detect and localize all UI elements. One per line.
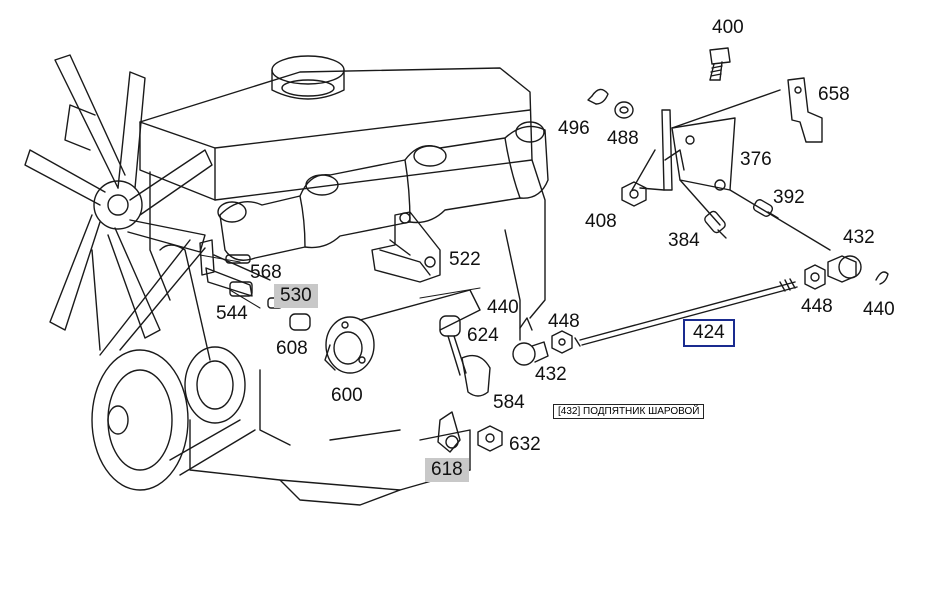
clip-440-left [519,317,533,331]
callout-440-right[interactable]: 440 [863,299,895,320]
callout-448-left[interactable]: 448 [548,311,580,332]
callout-384[interactable]: 384 [668,230,700,251]
callout-408[interactable]: 408 [585,211,617,232]
callout-440-left[interactable]: 440 [487,297,519,318]
stud-384 [704,210,727,239]
callout-432-right[interactable]: 432 [843,227,875,248]
callout-584[interactable]: 584 [493,392,525,413]
clip-496 [587,88,609,105]
bolt-400 [709,47,731,81]
tooltip-text: [432] ПОДПЯТНИК ШАРОВОЙ [558,406,700,417]
ball-joint-432-left [512,341,549,366]
bracket-assembly-376 [631,89,831,251]
callout-600[interactable]: 600 [331,385,363,406]
callout-544[interactable]: 544 [216,303,248,324]
callout-448-right[interactable]: 448 [801,296,833,317]
linkage-bolt-parts [437,315,503,453]
callout-496[interactable]: 496 [558,118,590,139]
callout-392[interactable]: 392 [773,187,805,208]
nut-408 [621,181,647,207]
leader-lines [199,254,481,309]
callout-618[interactable]: 618 [425,458,469,482]
callout-624[interactable]: 624 [467,325,499,346]
callout-658[interactable]: 658 [818,84,850,105]
callout-400[interactable]: 400 [712,17,744,38]
callout-530[interactable]: 530 [274,284,318,308]
callout-608[interactable]: 608 [276,338,308,359]
bracket-522 [371,211,441,283]
exhaust-manifold [217,121,549,261]
callout-376[interactable]: 376 [740,149,772,170]
nut-448-right [804,264,826,290]
pulleys-and-belts [91,239,256,491]
callout-632[interactable]: 632 [509,434,541,455]
nut-448-left [551,330,573,354]
engine-block [139,55,546,506]
ball-joint-432-right [827,255,862,283]
callout-424[interactable]: 424 [683,319,735,347]
washer-488 [614,101,634,119]
flange-600 [324,316,375,374]
callout-568[interactable]: 568 [250,262,282,283]
part-tooltip: [432] ПОДПЯТНИК ШАРОВОЙ [553,404,705,419]
rod-424 [574,278,798,347]
callout-522[interactable]: 522 [449,249,481,270]
callout-488[interactable]: 488 [607,128,639,149]
callout-432-left[interactable]: 432 [535,364,567,385]
clip-440-right [875,271,889,285]
fan [24,54,213,339]
stud-392 [752,199,779,219]
bracket-658 [787,77,823,143]
